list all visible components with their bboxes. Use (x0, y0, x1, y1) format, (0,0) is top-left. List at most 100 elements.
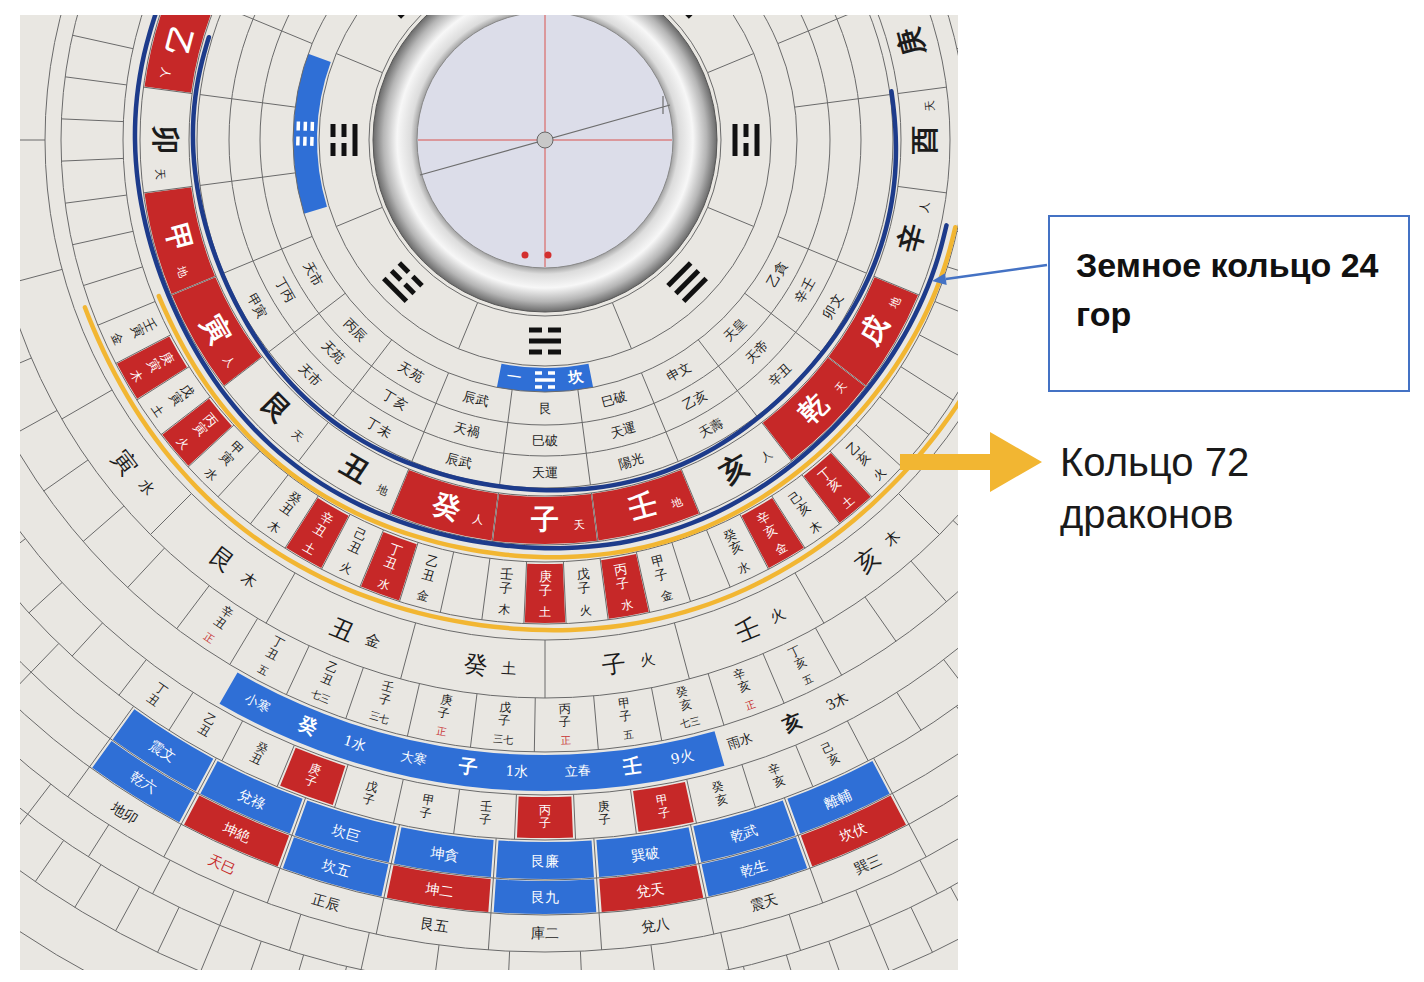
element-character: 火 (638, 651, 656, 669)
ring-divider (651, 945, 656, 970)
ring-line (61, 15, 958, 624)
trigram-bar (535, 378, 555, 382)
trigram-bar (744, 143, 749, 156)
ring-line (197, 15, 893, 488)
crosshair (418, 15, 672, 267)
fenjin-text: 丁丑 (144, 680, 169, 708)
ring-divider (20, 411, 57, 437)
fenjin-number: 七三 (309, 689, 331, 706)
ring-line (20, 15, 958, 952)
ring-text: 丁未 (364, 415, 393, 439)
highlight-stroke (85, 307, 958, 630)
mountain-marker: 天 (924, 100, 936, 112)
dragon-element: 水 (203, 465, 220, 482)
ring-divider (153, 860, 171, 894)
ring-divider (651, 688, 661, 741)
ring-cell (493, 494, 597, 544)
dragon-stem-branch: 戊寅 (166, 381, 197, 408)
ring-divider (230, 618, 258, 664)
ring-divider (856, 890, 871, 925)
trigram-bar (331, 124, 336, 137)
highlight-stroke (159, 227, 955, 557)
mountain-marker: 人 (919, 201, 932, 214)
dragon-stem-branch: 壬子 (499, 567, 514, 597)
trigram-bar (399, 15, 408, 17)
trigram-bar (296, 122, 300, 131)
ring-divider (128, 548, 165, 587)
dragon-stem-branch: 己亥 (786, 488, 813, 519)
ring-divider (335, 765, 349, 808)
trigram-bar (303, 122, 307, 131)
callout-box: Земное кольцо 24 гор (1048, 215, 1410, 392)
ring-divider (336, 207, 382, 226)
fenjin-text: 乙丑 (195, 712, 219, 741)
dragon-stem-branch: 甲寅 (216, 439, 245, 468)
ring-text: 乙亥 (680, 388, 709, 412)
mountain-character: 子 (601, 652, 628, 679)
fenjin-text: 壬子 (479, 801, 493, 828)
ring-divider (75, 865, 101, 908)
ring-divider (169, 692, 193, 730)
dragon-stem-branch: 戊子 (576, 567, 591, 597)
dragon-stem-branch: 癸丑 (277, 488, 304, 519)
dragon-element: 土 (150, 402, 167, 419)
ring-cell (391, 470, 498, 540)
ring-line (189, 15, 901, 496)
ring-divider (119, 660, 146, 696)
ring-divider (901, 367, 953, 400)
ring-divider (951, 887, 958, 931)
ring-divider (72, 231, 133, 244)
star-cell: 坤貪 (430, 845, 460, 863)
element-character: 土 (501, 661, 517, 677)
fenjin-number: 正 (561, 735, 571, 745)
callout-text: Земное кольцо 24 гор (1076, 241, 1382, 340)
ring-line (260, 15, 830, 425)
ring-divider (28, 784, 51, 814)
ring-line (20, 15, 958, 970)
ring-text: 巳破 (600, 389, 628, 408)
ring-text: 天皇 (721, 316, 749, 344)
ring-divider (898, 87, 947, 93)
ring-divider (708, 207, 754, 226)
ring-divider (143, 186, 192, 192)
ring-divider (957, 35, 958, 48)
ring-divider (361, 933, 369, 970)
ring-divider (83, 506, 124, 541)
trigram-bar (535, 385, 542, 389)
dragon-element: 水 (736, 560, 752, 576)
trigram-bar (529, 339, 561, 344)
dragon-stem-branch: 壬寅 (127, 316, 158, 340)
ring-divider (778, 236, 867, 273)
element-character: 木 (239, 569, 260, 590)
mountain-character: 寅 (108, 446, 142, 480)
dragon-element: 火 (870, 465, 887, 482)
dragon-element: 木 (266, 518, 283, 535)
trigram-bar (303, 137, 307, 146)
ring-divider (897, 692, 921, 730)
ring-divider (911, 907, 933, 952)
ring-divider (335, 967, 347, 970)
ring-divider (591, 493, 597, 542)
ring-text: 丁亥 (380, 388, 409, 412)
ring-line (20, 15, 958, 752)
dragon-stem-branch: 庚子 (539, 570, 552, 599)
ring-cell (145, 187, 215, 294)
ring-divider (500, 390, 513, 485)
ring-divider (20, 814, 28, 854)
ring-cell (601, 554, 649, 619)
star-cell: 艮廉 (531, 854, 559, 868)
ring-divider (401, 623, 416, 679)
star-cell: 坤二 (425, 881, 455, 899)
dragon-element: 火 (580, 604, 593, 617)
element-character: 水 (135, 478, 156, 499)
ring-text: 丙辰 (342, 316, 370, 344)
ring-divider (223, 236, 312, 273)
ring-divider (200, 95, 295, 108)
ring-text: 天帝 (743, 338, 771, 366)
dragon-element: 木 (497, 604, 510, 617)
mountain-character: 亥 (716, 450, 754, 488)
ring-cell (517, 796, 573, 838)
ring-text: 天苑 (319, 338, 347, 366)
ring-text: 甲寅 (245, 291, 269, 320)
